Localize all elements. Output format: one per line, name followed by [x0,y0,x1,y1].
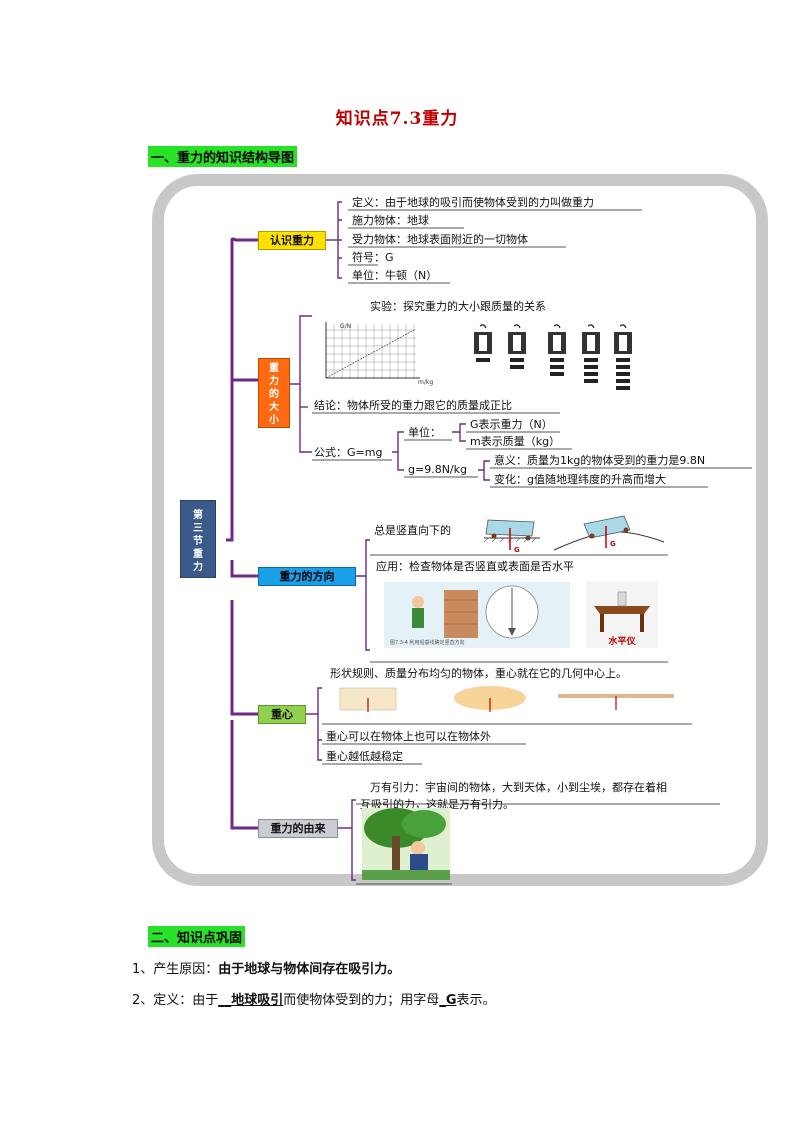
plumb-line-illustration: 图7.3-4 利用铅垂线确定竖直方向 [384,582,570,648]
point-2-blank-2: _G [439,993,457,1008]
point-2-suffix: 表示。 [456,993,496,1008]
section-heading-1: 一、重力的知识结构导图 [148,146,298,167]
unit-label: 单位： [408,426,441,439]
spring-scale-images [474,324,632,390]
newton-apple-illustration [362,808,450,880]
gravitation-line-2: 互吸引的力，这就是万有引力。 [360,798,514,811]
gravity-mass-graph: G/N m/kg [325,322,433,386]
gravitation-line-1: 万有引力：宇宙间的物体，大到天体，小到尘埃，都存在着相 [370,781,667,794]
root-char: 节 [193,536,203,547]
force-label-1: G [514,546,520,554]
page-title: 知识点7.3重力 [335,109,459,129]
leaf-symbol: 符号：G [352,251,394,264]
level-label: 水平仪 [608,635,636,647]
center-gravity-diagrams [339,686,674,712]
center-gravity-item-1: 重心可以在物体上也可以在物体外 [326,730,491,743]
branch-char: 重 [269,363,279,374]
branch-node-gravity-direction: 重力的方向 [258,567,356,586]
center-gravity-description: 形状规则、质量分布均匀的物体，重心就在它的几何中心上。 [330,667,627,680]
point-2-blank-1: __地球吸引 [218,993,284,1008]
leaf-exerting-object: 施力物体：地球 [352,214,429,227]
formula-text: 公式：G=mg [314,446,383,459]
g-value-text: g=9.8N/kg [408,463,467,476]
g-change-text: 变化：g值随地理纬度的升高而增大 [494,473,666,486]
leaf-unit: 单位：牛顿（N） [352,269,438,282]
application-text: 应用：检查物体是否竖直或表面是否水平 [376,560,574,573]
direction-diagrams: G G [483,515,665,554]
point-1-prefix: 1、产生原因： [132,962,219,977]
point-2-middle: 而使物体受到的力；用字母 [283,993,440,1008]
point-2: 2、定义：由于__地球吸引而使物体受到的力；用字母_G表示。 [132,989,496,1008]
branch-char: 大 [269,402,279,413]
root-char: 三 [193,523,203,534]
point-2-prefix: 2、定义：由于 [132,993,219,1008]
branch-char: 力 [269,376,279,387]
section-heading-2: 二、知识点巩固 [148,926,246,947]
point-1-answer: 由于地球与物体间存在吸引力。 [218,962,401,977]
branch-node-gravity-magnitude: 重 力 的 大 小 [258,358,290,428]
unit-g-text: G表示重力（N） [470,418,553,431]
conclusion-text: 结论：物体所受的重力跟它的质量成正比 [314,399,512,412]
branch-char: 小 [269,415,279,426]
g-meaning-text: 意义：质量为1kg的物体受到的重力是9.8N [494,454,706,467]
leaf-definition: 定义：由于地球的吸引而使物体受到的力叫做重力 [352,196,594,209]
center-gravity-item-2: 重心越低越稳定 [326,750,403,763]
graph-x-label: m/kg [418,379,433,386]
force-label-2: G [610,540,616,548]
root-char: 力 [193,562,203,573]
branch-node-recognize-gravity: 认识重力 [258,231,326,250]
experiment-title: 实验：探究重力的大小跟质量的关系 [370,300,546,313]
root-char: 重 [193,549,203,560]
branch-node-origin-of-gravity: 重力的由来 [258,819,338,838]
point-1: 1、产生原因：由于地球与物体间存在吸引力。 [132,958,400,977]
branch-char: 的 [269,389,279,400]
leaf-receiving-object: 受力物体：地球表面附近的一切物体 [352,233,528,246]
mindmap-frame [152,174,768,886]
branch-node-center-of-gravity: 重心 [258,705,306,724]
root-char: 第 [193,510,203,521]
root-node: 第 三 节 重 力 [180,500,216,578]
graph-y-label: G/N [340,323,351,330]
illustration-caption: 图7.3-4 利用铅垂线确定竖直方向 [390,639,465,646]
unit-m-text: m表示质量（kg） [470,435,561,448]
level-illustration: 水平仪 [586,582,658,648]
direction-text: 总是竖直向下的 [374,524,451,537]
